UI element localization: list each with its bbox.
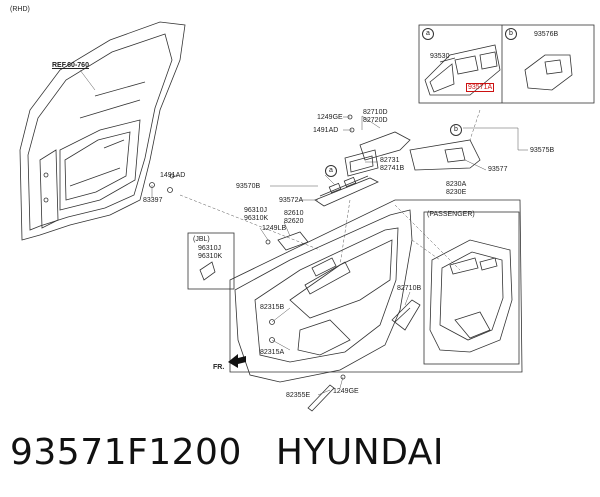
- part-label-82731: 82731: [380, 157, 400, 164]
- pull-handle-illustration: [344, 131, 411, 177]
- parts-diagram: [19, 21, 595, 412]
- switch-panel-illustration: [314, 175, 379, 207]
- part-label-82741b: 82741B: [380, 165, 405, 172]
- part-label-82710d: 82710D: [363, 109, 388, 116]
- part-label-82610-82620: 82610 82620: [284, 210, 303, 226]
- part-label-93576b: 93576B: [534, 31, 559, 38]
- ref-label: REF.60-760: [52, 62, 89, 69]
- part-label-96310j-96310k-a: 96310J 96310K: [244, 207, 268, 223]
- door-trim-panel-illustration: [234, 209, 413, 383]
- part-label-96310k-a: 96310K: [244, 215, 269, 222]
- door-frame-illustration: [19, 21, 186, 241]
- part-label-82710b: 82710B: [397, 285, 422, 292]
- inset-callout-a: a: [422, 28, 434, 40]
- part-label-96310j-96310k-b: 96310J 96310K: [198, 245, 222, 261]
- rhd-label: (RHD): [10, 6, 30, 13]
- part-label-1249ge-a: 1249GE: [317, 114, 343, 121]
- part-label-96310j-a: 96310J: [244, 207, 267, 214]
- part-label-1249ge-b: 1249GE: [333, 388, 359, 395]
- trim-outline-box: [229, 199, 523, 373]
- part-label-93571a-highlighted: 93571A: [466, 83, 495, 92]
- part-label-93530: 93530: [430, 53, 450, 60]
- jbl-label: (JBL): [193, 236, 210, 243]
- part-label-8230a: 8230A: [446, 181, 467, 188]
- part-number: 93571F1200: [10, 432, 242, 473]
- part-label-1491ad-b: 1491AD: [313, 127, 339, 134]
- part-label-82610: 82610: [284, 210, 304, 217]
- brand-name: HYUNDAI: [275, 432, 445, 473]
- part-label-82620: 82620: [284, 218, 304, 225]
- part-label-82315a: 82315A: [260, 349, 285, 356]
- part-label-1249lb: 1249LB: [262, 225, 287, 232]
- passenger-switch-panel-illustration: [409, 139, 481, 171]
- part-label-8230e: 8230E: [446, 189, 467, 196]
- callout-b-marker: b: [450, 124, 462, 136]
- front-arrow-icon: [228, 354, 246, 368]
- single-switch-illustration: [524, 54, 573, 91]
- passenger-label: (PASSENGER): [427, 211, 475, 218]
- part-label-93575b: 93575B: [530, 147, 555, 154]
- part-label-82720d: 82720D: [363, 117, 388, 124]
- part-label-96310k-b: 96310K: [198, 253, 223, 260]
- part-label-83397: 83397: [143, 197, 163, 204]
- leader-lines: [79, 69, 528, 396]
- part-label-1491ad-a: 1491AD: [160, 172, 186, 179]
- part-label-93572a: 93572A: [279, 197, 304, 204]
- fasteners: [149, 114, 355, 380]
- switch-assembly-illustration: [424, 44, 501, 96]
- footer-caption: 93571F1200 HYUNDAI: [10, 432, 478, 473]
- inset-box: [418, 24, 595, 104]
- front-direction-label: FR.: [213, 364, 225, 371]
- inside-handle-illustration: [277, 231, 309, 251]
- armrest-bracket-illustration: [391, 299, 421, 331]
- part-label-82355e: 82355E: [286, 392, 311, 399]
- part-label-96310j-b: 96310J: [198, 245, 221, 252]
- part-label-93570b: 93570B: [236, 183, 261, 190]
- jbl-box: [187, 232, 235, 290]
- part-label-82710d-82720d: 82710D 82720D: [363, 109, 388, 125]
- inset-callout-b: b: [505, 28, 517, 40]
- part-label-82731-82741b: 82731 82741B: [380, 157, 404, 173]
- trim-strip-illustration: [307, 384, 335, 412]
- part-label-82315b: 82315B: [260, 304, 285, 311]
- passenger-inset-box: [423, 211, 520, 365]
- part-label-93577: 93577: [488, 166, 508, 173]
- callout-a-marker: a: [325, 165, 337, 177]
- part-label-8230a-8230e: 8230A 8230E: [446, 181, 466, 197]
